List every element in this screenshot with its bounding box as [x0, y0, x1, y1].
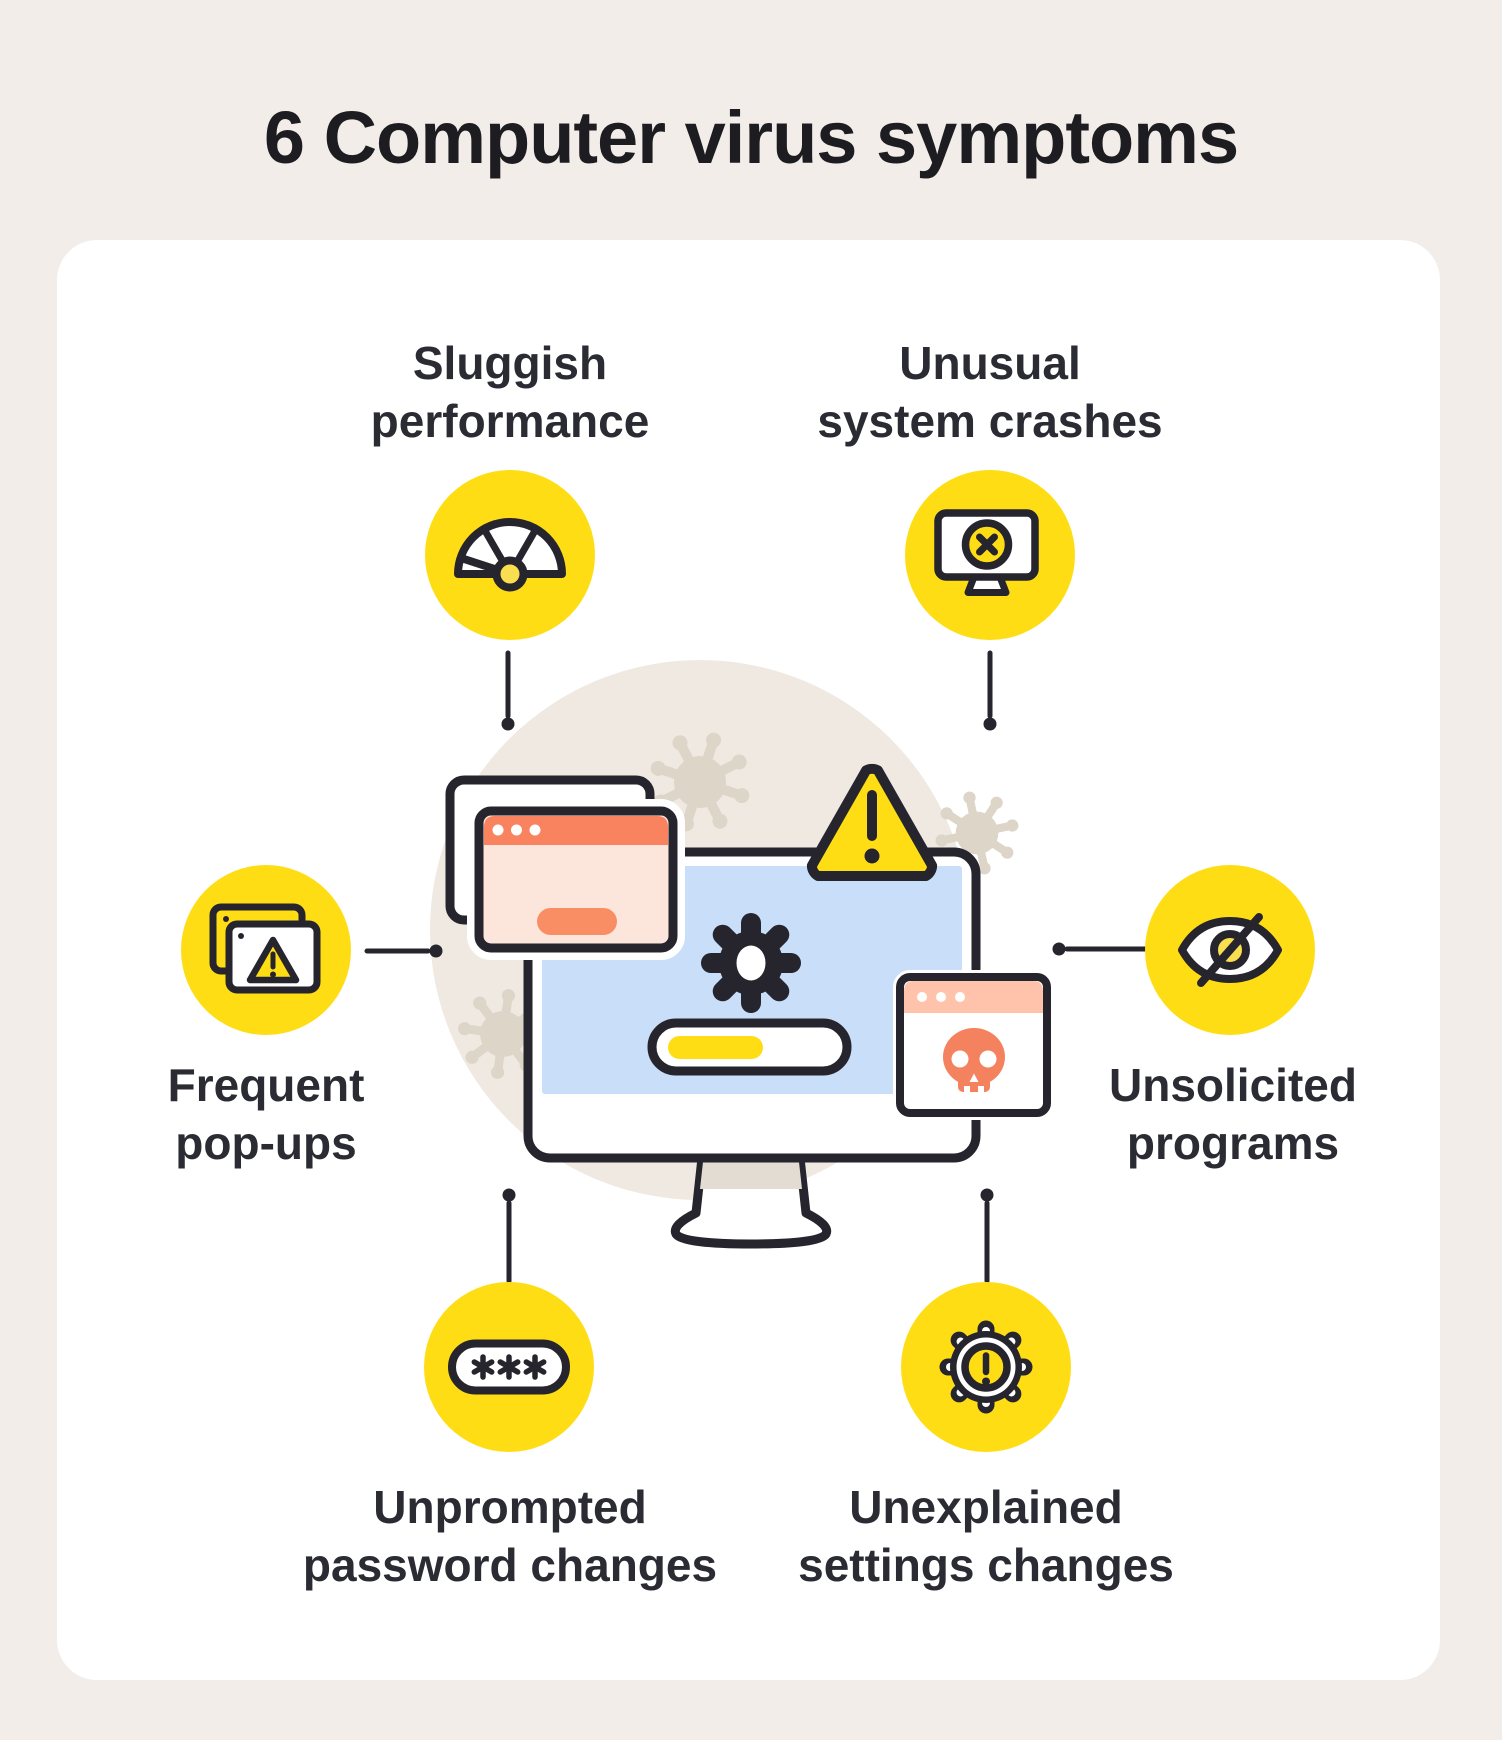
connector-frequent-pop-ups: [364, 944, 443, 958]
connector-unprompted-password-changes: [502, 1188, 516, 1284]
window-button: [537, 908, 617, 935]
symptom-circle-unprompted-password-changes: [424, 1282, 594, 1452]
gear-icon: [701, 913, 801, 1013]
label-line: Unexplained: [849, 1481, 1123, 1533]
label-line: Sluggish: [412, 337, 608, 389]
window-dots: [492, 824, 541, 836]
front-browser-window: [467, 799, 685, 960]
progress-bar-fill: [668, 1036, 763, 1059]
speedometer-icon: [454, 518, 566, 592]
label-line: Unusual: [899, 337, 1081, 389]
page-title: 6 Computer virus symptoms: [263, 96, 1239, 179]
malware-window: [893, 970, 1054, 1120]
window-header: [484, 816, 668, 845]
symptom-circle-sluggish-performance: [425, 470, 595, 640]
symptom-label-frequent-pop-ups: Frequent pop-ups: [6, 1056, 526, 1172]
label-line: system crashes: [817, 395, 1163, 447]
symptom-label-unexplained-settings-changes: Unexplained settings changes: [726, 1478, 1246, 1594]
label-line: password changes: [302, 1539, 718, 1591]
monitor-stand: [670, 1153, 832, 1249]
label-line: Unprompted: [373, 1481, 647, 1533]
gear-alert-icon: [939, 1320, 1033, 1414]
label-line: settings changes: [798, 1539, 1174, 1591]
label-line: programs: [1126, 1117, 1340, 1169]
symptom-circle-frequent-pop-ups: [181, 865, 351, 1035]
warning-triangle-icon: [806, 763, 938, 881]
progress-bar: [647, 1018, 852, 1076]
connector-unsolicited-programs: [1052, 942, 1149, 956]
label-line: pop-ups: [175, 1117, 357, 1169]
popup-warning-icon: [209, 903, 321, 994]
connector-sluggish-performance: [501, 650, 515, 731]
connector-unusual-system-crashes: [983, 650, 997, 731]
symptom-circle-unsolicited-programs: [1145, 865, 1315, 1035]
symptom-label-unprompted-password-changes: Unprompted password changes: [250, 1478, 770, 1594]
symptom-circle-unexplained-settings-changes: [901, 1282, 1071, 1452]
password-asterisks-icon: [448, 1339, 570, 1395]
symptom-label-unsolicited-programs: Unsolicited programs: [973, 1056, 1493, 1172]
crashed-monitor-icon: [934, 509, 1039, 596]
symptom-label-unusual-system-crashes: Unusual system crashes: [730, 334, 1250, 450]
window-header: [904, 981, 1043, 1013]
symptom-circle-unusual-system-crashes: [905, 470, 1075, 640]
label-line: Frequent: [167, 1059, 365, 1111]
symptom-label-sluggish-performance: Sluggish performance: [250, 334, 770, 450]
window-dots: [917, 992, 965, 1002]
label-line: Unsolicited: [1109, 1059, 1357, 1111]
label-line: performance: [370, 395, 650, 447]
skull-icon: [943, 1028, 1005, 1093]
connector-unexplained-settings-changes: [980, 1188, 994, 1284]
eye-slash-icon: [1178, 913, 1282, 987]
